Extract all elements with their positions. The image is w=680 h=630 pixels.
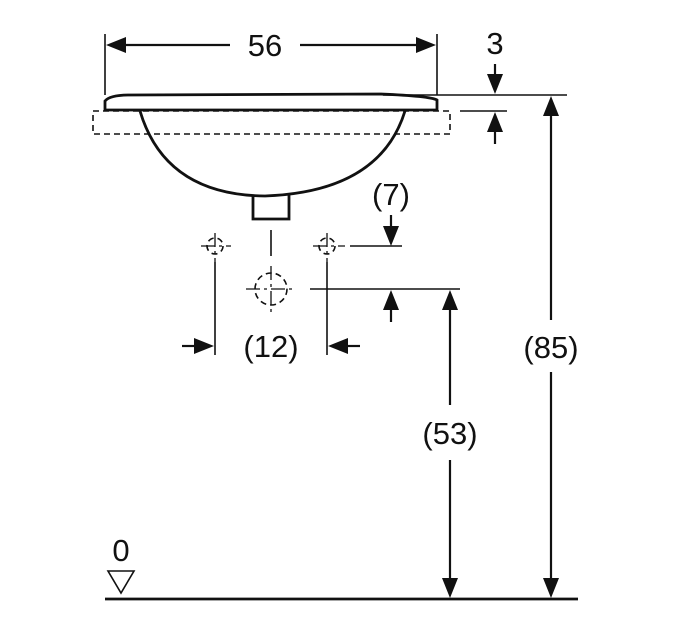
rim-thickness-label: 3 xyxy=(486,26,503,61)
width-arrow-right xyxy=(416,37,436,53)
tap-height-label: (53) xyxy=(422,416,477,451)
rim-arrow-bottom xyxy=(487,112,503,132)
tap-spacing-label: (12) xyxy=(243,329,298,364)
floor-level-label: 0 xyxy=(112,533,129,568)
total-height-label: (85) xyxy=(523,330,578,365)
drain-outlet xyxy=(251,195,291,221)
tap-height-arrow-bottom xyxy=(442,578,458,598)
tap-offset-arrow xyxy=(383,226,399,246)
tap-offset-label: (7) xyxy=(372,177,410,212)
tap-height-arrow-top xyxy=(442,290,458,310)
tap-spacing-arrow-right xyxy=(328,338,348,354)
rim-arrow-top xyxy=(487,74,503,94)
total-height-arrow-top xyxy=(543,96,559,116)
waste-height-arrow-upper xyxy=(383,290,399,310)
width-arrow-left xyxy=(106,37,126,53)
total-height-arrow-bottom xyxy=(543,578,559,598)
floor-level-marker-icon xyxy=(106,570,136,595)
tap-spacing-arrow-left xyxy=(194,338,214,354)
basin-bowl xyxy=(138,110,407,198)
width-label: 56 xyxy=(248,28,282,63)
basin-rim xyxy=(103,92,439,112)
